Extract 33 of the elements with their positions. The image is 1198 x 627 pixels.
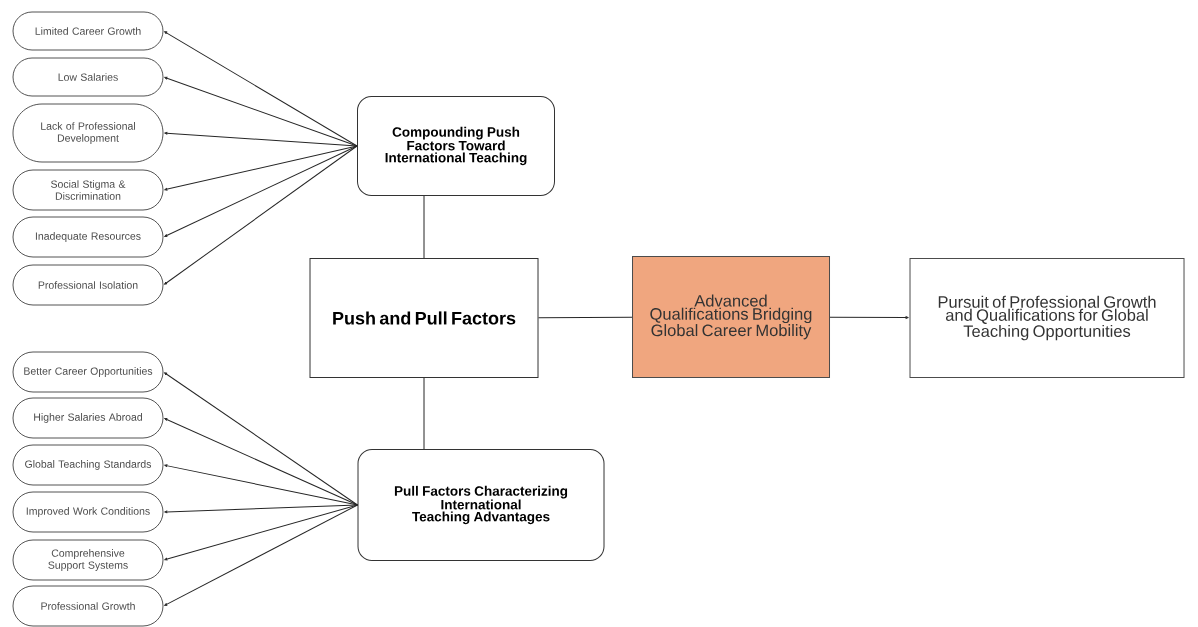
arrow	[164, 504, 358, 606]
arrow	[163, 145, 358, 285]
arrow	[164, 145, 358, 191]
pill-node: Global Teaching Standards	[12, 444, 164, 486]
pill-node: Social Stigma & Discrimination	[12, 169, 164, 211]
arrow	[164, 145, 358, 237]
arrow	[164, 464, 358, 506]
arrow	[164, 418, 358, 506]
arrow	[164, 76, 358, 147]
pill-node: Inadequate Resources	[12, 216, 164, 258]
arrow	[164, 131, 358, 147]
arrow	[163, 372, 358, 506]
rounded-box: Pull Factors Characterizing International Teaching Advantages	[357, 449, 605, 561]
arrow	[164, 31, 358, 147]
arrow	[164, 504, 358, 561]
pill-node: Professional Isolation	[12, 264, 164, 306]
pill-node: Professional Growth	[12, 585, 164, 627]
pill-node: Lack of Professional Development	[12, 103, 164, 163]
pill-node: Better Career Opportunities	[12, 351, 164, 393]
connector-line	[423, 377, 425, 450]
process-box: Push and Pull Factors	[309, 258, 539, 378]
pill-node: Improved Work Conditions	[12, 491, 164, 533]
arrow	[829, 316, 909, 320]
highlight-box: Advanced Qualifications Bridging Global Career Mobility	[632, 256, 830, 378]
rounded-box: Compounding Push Factors Toward International Teaching	[357, 96, 555, 196]
connector-line	[538, 316, 633, 319]
connector-line	[423, 195, 425, 259]
pill-node: Higher Salaries Abroad	[12, 397, 164, 439]
arrow	[164, 504, 358, 514]
pill-node: Limited Career Growth	[12, 11, 164, 51]
outcome-box: Pursuit of Professional Growth and Qualifications for Global Teaching Opportunities	[909, 258, 1185, 378]
pill-node: Low Salaries	[12, 57, 164, 97]
pill-node: Comprehensive Support Systems	[12, 539, 164, 581]
